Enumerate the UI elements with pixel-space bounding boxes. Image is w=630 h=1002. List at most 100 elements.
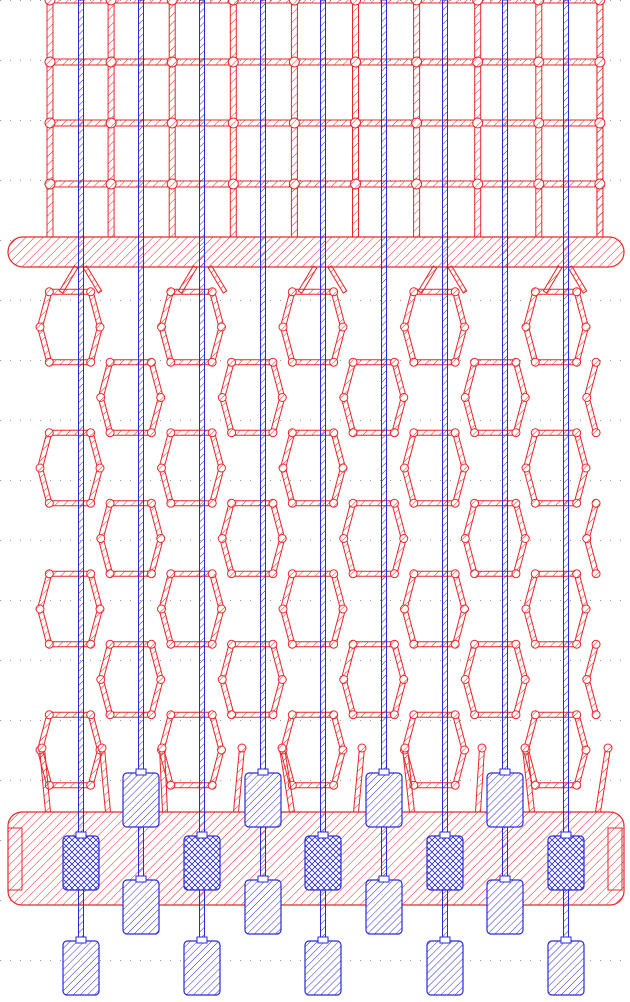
- hex-node-fill: [572, 287, 581, 296]
- hex-edge: [231, 641, 274, 648]
- grid-dot: [0, 480, 1, 481]
- hex-node-fill: [106, 358, 115, 367]
- grid-dot: [110, 780, 111, 781]
- hex-edge: [352, 429, 395, 436]
- hex-node-fill: [166, 569, 175, 578]
- hex-edge: [97, 537, 114, 575]
- hex-node-fill: [217, 746, 226, 754]
- hex-edge: [36, 607, 53, 646]
- grid-dot: [280, 600, 281, 601]
- grid-dot: [40, 300, 41, 301]
- grid-dot: [50, 420, 51, 421]
- grid-dot: [500, 600, 501, 601]
- grid-dot: [30, 180, 31, 181]
- hex-top-connector: [58, 265, 79, 294]
- grid-dot: [0, 420, 1, 421]
- hex-node-fill: [38, 744, 46, 752]
- hex-edge: [330, 466, 347, 505]
- hex-edge: [48, 570, 92, 577]
- grid-dot: [220, 660, 221, 661]
- hex-top-connector: [327, 265, 348, 294]
- hex-node-fill: [531, 287, 540, 296]
- mesh-node-fill: [472, 57, 483, 67]
- grid-dot: [470, 780, 471, 781]
- grid-dot: [70, 720, 71, 721]
- grid-dot: [590, 360, 591, 361]
- grid-dot: [620, 360, 621, 361]
- hex-edge: [170, 570, 213, 577]
- hex-node-fill: [339, 393, 348, 402]
- grid-dot: [300, 780, 301, 781]
- hex-edge: [209, 290, 225, 329]
- hex-edge: [291, 711, 335, 718]
- hex-edge: [474, 359, 517, 366]
- grid-dot: [310, 780, 311, 781]
- hex-node-fill: [157, 323, 166, 331]
- grid-dot: [570, 420, 571, 421]
- grid-dot: [0, 600, 1, 601]
- grid-dot: [500, 540, 501, 541]
- hex-node-fill: [511, 710, 520, 719]
- hex-edge: [352, 570, 395, 577]
- blue-pad-tab: [317, 936, 329, 944]
- hex-node-fill: [582, 323, 590, 331]
- grid-dot: [380, 720, 381, 721]
- hex-node-fill: [288, 569, 297, 578]
- hex-edge: [522, 607, 539, 646]
- hex-edge: [401, 607, 417, 646]
- hex-edge: [48, 500, 92, 507]
- hex-node-fill: [401, 744, 409, 752]
- hex-edge: [219, 537, 235, 575]
- grid-dot: [610, 180, 611, 181]
- grid-dot: [620, 660, 621, 661]
- grid-dot: [610, 300, 611, 301]
- grid-dot: [190, 480, 191, 481]
- grid-dot: [50, 660, 51, 661]
- grid-dot: [90, 600, 91, 601]
- grid-dot: [300, 660, 301, 661]
- grid-dot: [290, 660, 291, 661]
- hex-node-fill: [572, 569, 581, 578]
- grid-dot: [50, 600, 51, 601]
- hex-edge: [87, 431, 104, 470]
- hex-edge: [209, 607, 225, 646]
- grid-dot: [20, 720, 21, 721]
- grid-dot: [420, 720, 421, 721]
- grid-dot: [160, 600, 161, 601]
- hex-node-fill: [157, 605, 166, 613]
- mesh-node-fill: [106, 118, 117, 128]
- grid-dot: [480, 540, 481, 541]
- grid-dot: [530, 960, 531, 961]
- blue-pad-tab: [499, 768, 511, 776]
- hex-node-fill: [390, 428, 399, 437]
- blue-wire: [442, 0, 448, 969]
- hex-node-fill: [400, 605, 409, 613]
- grid-dot: [300, 540, 301, 541]
- grid-dot: [520, 960, 521, 961]
- grid-dot: [600, 600, 601, 601]
- grid-dot: [540, 480, 541, 481]
- hex-node-fill: [572, 428, 581, 437]
- grid-dot: [330, 720, 331, 721]
- grid-dot: [20, 960, 21, 961]
- grid-dot: [10, 960, 11, 961]
- grid-dot: [310, 540, 311, 541]
- grid-dot: [100, 480, 101, 481]
- hex-node-fill: [460, 464, 469, 472]
- grid-dot: [420, 780, 421, 781]
- hex-edge: [452, 431, 468, 470]
- grid-dot: [220, 720, 221, 721]
- grid-dot: [250, 480, 251, 481]
- grid-dot: [390, 600, 391, 601]
- hex-edge: [512, 396, 529, 434]
- grid-dot: [10, 300, 11, 301]
- hex-node-fill: [478, 744, 486, 752]
- mesh-node-fill: [533, 57, 544, 67]
- grid-dot: [70, 600, 71, 601]
- grid-dot: [100, 780, 101, 781]
- grid-dot: [500, 960, 501, 961]
- grid-dot: [20, 0, 21, 1]
- hex-node-fill: [461, 393, 470, 402]
- grid-dot: [510, 300, 511, 301]
